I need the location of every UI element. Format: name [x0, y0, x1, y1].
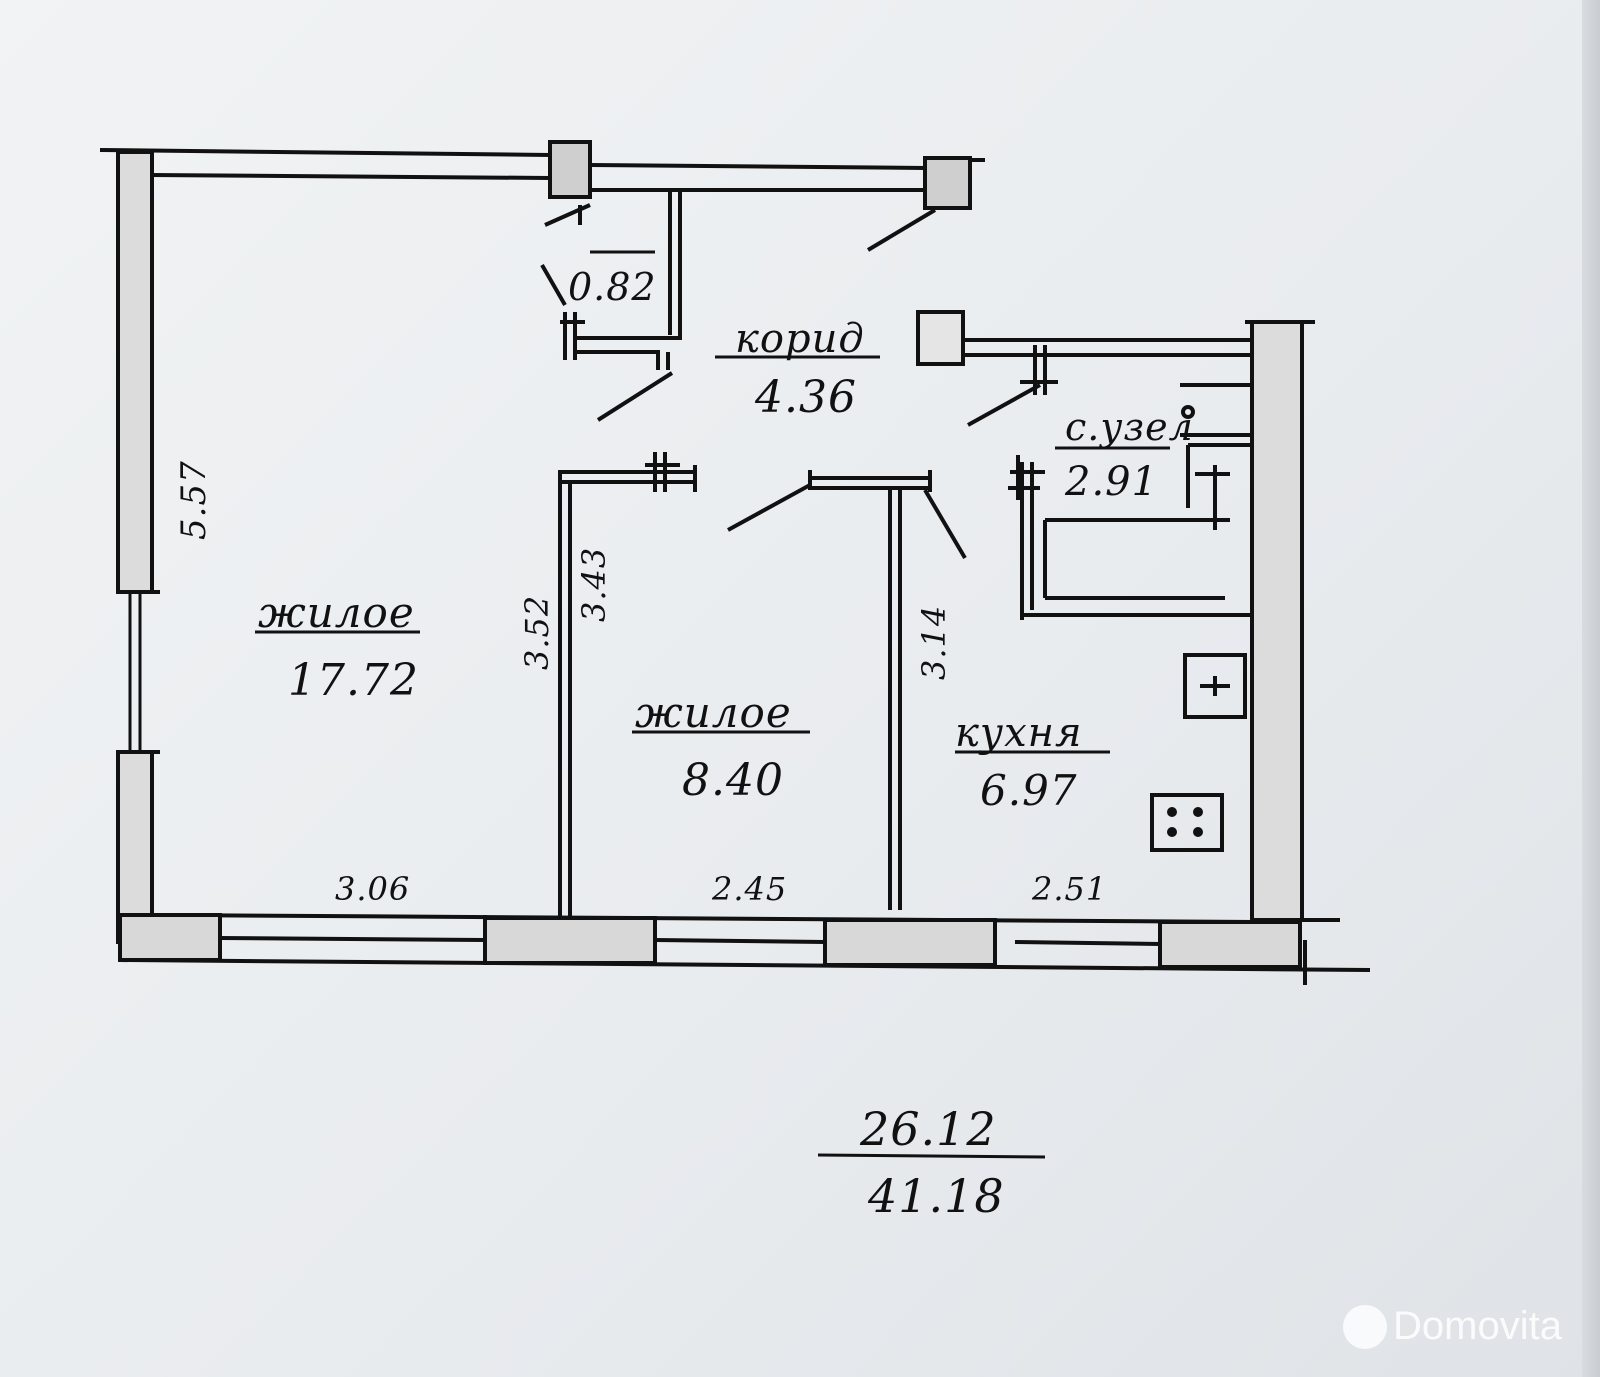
dimension-partition-left-outer: 3.52	[518, 595, 556, 670]
room-area-closet: 0.82	[568, 265, 657, 309]
room-area-kitchen: 6.97	[980, 766, 1078, 815]
walls	[99, 140, 1371, 1159]
room-label-bathroom: с.узел	[1065, 405, 1194, 449]
room-area-living-large: 17.72	[288, 655, 419, 706]
watermark-text: Domovita	[1393, 1304, 1562, 1348]
dimension-partition-left-inner: 3.43	[575, 547, 613, 622]
room-label-living-large: жилое	[258, 588, 415, 637]
dimension-kitchen-width: 2.51	[1031, 870, 1107, 908]
room-area-corridor: 4.36	[754, 372, 857, 423]
room-label-kitchen: кухня	[955, 710, 1082, 756]
paper-edge	[1582, 0, 1600, 1377]
dimension-room2-width: 2.45	[711, 870, 787, 908]
room-label-living-small: жилое	[635, 688, 792, 737]
dimension-left-wall: 5.57	[174, 460, 214, 540]
total-area: 41.18	[867, 1169, 1005, 1223]
room-area-bathroom: 2.91	[1064, 459, 1158, 505]
room-label-corridor: корид	[735, 316, 865, 362]
dimension-partition-right: 3.14	[915, 605, 953, 680]
living-area-total: 26.12	[859, 1102, 997, 1156]
watermark: Domovita	[1343, 1304, 1562, 1349]
room-area-living-small: 8.40	[682, 755, 784, 806]
watermark-logo-icon	[1343, 1304, 1388, 1349]
dimension-room1-width: 3.06	[335, 870, 410, 908]
